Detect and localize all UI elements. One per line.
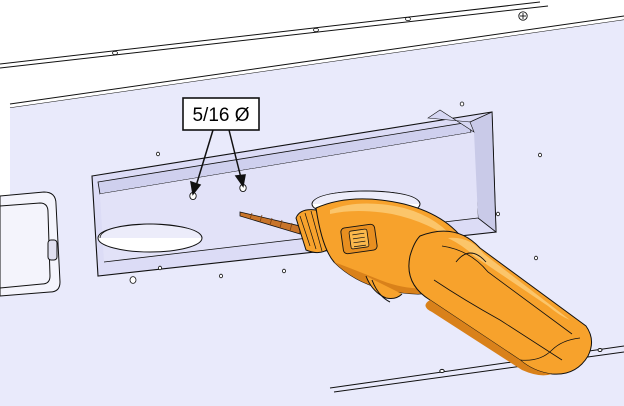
top-rivets	[112, 16, 411, 56]
cordless-drill-icon	[295, 198, 592, 376]
drill-bit-icon	[239, 211, 301, 235]
pilot-holes	[189, 183, 247, 201]
crosshead-screw-icon	[518, 11, 528, 21]
arrowhead-right	[234, 174, 246, 188]
hole-size-callout: 5/16 Ø	[182, 97, 260, 131]
arrowhead-left	[190, 180, 202, 196]
callout-box	[182, 97, 260, 131]
recess-oval-holes	[97, 190, 421, 253]
junction-box	[0, 191, 61, 297]
callout-leader-arrows	[190, 129, 246, 196]
callout-label: 5/16 Ø	[192, 105, 249, 126]
panel-fastener-dots	[129, 101, 543, 284]
